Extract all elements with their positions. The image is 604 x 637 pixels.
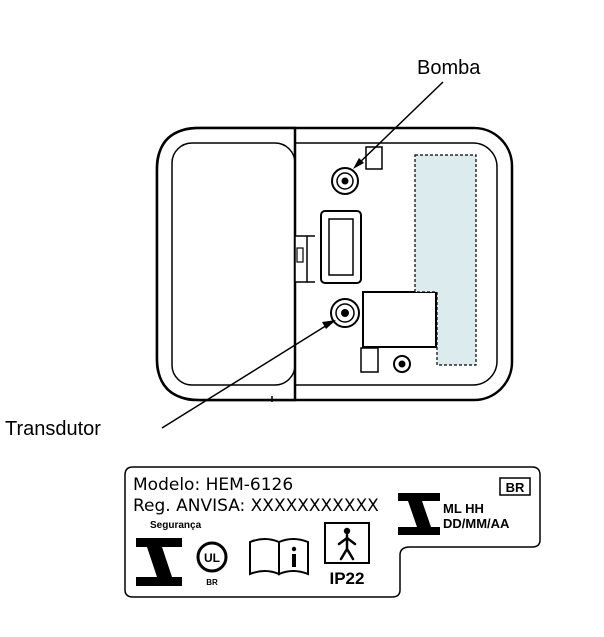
inmetro-mark-icon — [136, 538, 182, 586]
read-manual-icon — [249, 538, 309, 576]
rating-label: Modelo: HEM-6126 Reg. ANVISA: XXXXXXXXXX… — [124, 466, 541, 598]
battery-cover — [155, 126, 315, 402]
country-box-text: BR — [506, 480, 525, 495]
transducer-port — [330, 298, 360, 328]
manufacturer-mark-icon — [398, 493, 440, 535]
ul-certification-icon: UL BR — [196, 541, 228, 587]
anvisa-text: Reg. ANVISA: XXXXXXXXXXX — [133, 496, 379, 516]
safety-caption: Segurança — [150, 520, 202, 531]
ul-country-text: BR — [206, 578, 218, 587]
battery-compartment — [414, 154, 477, 366]
lot-text: ML HH — [443, 501, 484, 516]
model-text: Modelo: HEM-6126 — [133, 475, 293, 495]
ul-mark-text: UL — [204, 551, 220, 565]
pump-callout: Bomba — [353, 57, 481, 169]
label-area — [360, 291, 437, 373]
transducer-label: Transdutor — [5, 418, 101, 440]
transducer-callout: Transdutor — [5, 320, 336, 440]
date-text: DD/MM/AA — [443, 516, 510, 531]
type-b-applied-part-icon: IP22 — [324, 522, 370, 588]
center-slot — [320, 210, 362, 284]
country-box: BR — [499, 477, 531, 496]
pump-label: Bomba — [417, 57, 481, 79]
pump-port — [331, 146, 383, 195]
ip-rating-text: IP22 — [330, 569, 365, 588]
